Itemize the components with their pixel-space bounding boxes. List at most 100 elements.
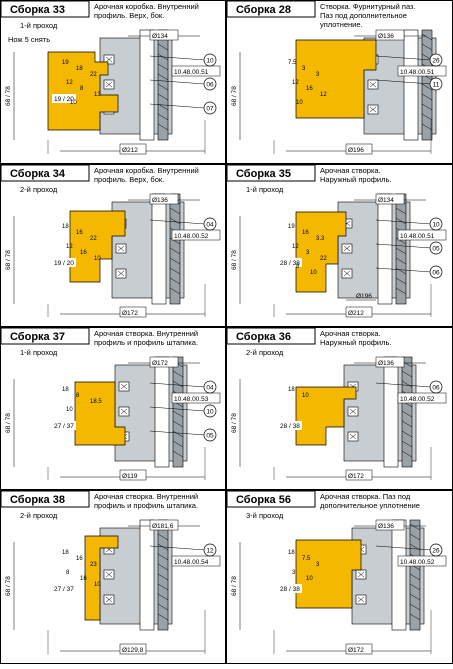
- top-diameter: Ø172: [152, 360, 168, 367]
- dim-label: 8: [296, 264, 300, 270]
- code-box: [397, 229, 447, 241]
- pass-label: 1-й проход: [20, 21, 58, 30]
- dim-label: 18: [62, 550, 69, 556]
- dim-label: 10: [296, 100, 303, 106]
- top-diameter: Ø136: [378, 523, 394, 530]
- callout-circle: [429, 217, 443, 231]
- panel-description: Арочная створка.: [320, 329, 381, 338]
- code-box: [171, 555, 221, 567]
- dim-label-total: 68 / 78: [5, 250, 12, 270]
- dim-label: 22: [320, 256, 327, 262]
- hatch: [401, 410, 413, 418]
- hatch: [172, 440, 184, 448]
- callout-leader: [149, 545, 206, 551]
- dim-bg: [52, 94, 76, 103]
- bottom-dia-box: [345, 469, 373, 481]
- panel-description: профиль. Верх, бок.: [94, 11, 164, 20]
- panel-title: Сборка 35: [236, 168, 291, 180]
- part-code: 10.48.00.54: [174, 559, 209, 566]
- dim-label-total: 68 / 78: [5, 86, 12, 106]
- cutter-assembly: [351, 519, 425, 631]
- knife-mark: [105, 56, 113, 63]
- hatch: [401, 450, 413, 458]
- dim-label: 3.3: [316, 236, 325, 242]
- callout-leader: [149, 103, 206, 109]
- hatch: [421, 83, 433, 91]
- dim-label-total: 68 / 78: [231, 250, 238, 270]
- dim-label: 16: [306, 86, 313, 92]
- bottom-dia-box: [119, 143, 147, 155]
- dim-label: 16: [80, 250, 87, 256]
- callout-number: 12: [206, 548, 214, 555]
- callout-leader: [375, 382, 432, 388]
- code-box: [397, 392, 447, 404]
- dim-label: 19: [62, 60, 69, 66]
- dim-label-total: 68 / 78: [231, 86, 238, 106]
- panel-description: Наружный профиль.: [320, 338, 391, 347]
- dim-bg: [52, 421, 76, 430]
- dim-label: 16: [80, 576, 87, 582]
- knife-mark: [343, 245, 351, 252]
- dim-bg: [52, 584, 76, 593]
- dim-label: 10: [66, 407, 73, 413]
- callout-leader: [149, 219, 206, 225]
- knife-mark: [120, 408, 128, 415]
- panel-description: Арочная створка. Паз под: [320, 492, 411, 501]
- knife-mark: [357, 596, 365, 603]
- bottom-dia-box: [119, 469, 147, 481]
- bottom-diameter: Ø119: [122, 473, 138, 480]
- hatch: [409, 583, 421, 591]
- hatch: [401, 370, 413, 378]
- callout-number: 26: [432, 548, 440, 555]
- pass-label: 3-й проход: [246, 511, 284, 520]
- callout-number: 05: [432, 246, 440, 253]
- hatch: [157, 123, 169, 131]
- hatch: [169, 237, 181, 245]
- top-dia-box: [149, 29, 179, 41]
- dim-label: 8: [80, 86, 84, 92]
- spindle-collar: [139, 29, 155, 141]
- top-dia-box: [375, 519, 405, 531]
- dim-label-width: 28 / 38: [280, 260, 300, 267]
- dim-label: 10: [310, 270, 317, 276]
- part-code: 10.48.00.52: [400, 559, 435, 566]
- code-box: [171, 65, 221, 77]
- dim-label: 3: [306, 250, 310, 256]
- dim-label: 8: [76, 393, 80, 399]
- part-code: 10.48.00.51: [400, 69, 435, 76]
- hatch: [157, 83, 169, 91]
- wood-profile: [47, 51, 119, 131]
- hatch: [409, 573, 421, 581]
- title-box: [0, 490, 90, 508]
- hatch: [172, 410, 184, 418]
- callout-number: 11: [433, 82, 440, 89]
- hatch: [172, 450, 184, 458]
- hatch: [157, 613, 169, 621]
- knife-mark: [343, 270, 351, 277]
- bottom-dia-box: [119, 306, 147, 318]
- dim-label: 18: [76, 66, 83, 72]
- spindle-collar: [383, 356, 399, 468]
- spindle-collar: [403, 29, 419, 141]
- part-code: 10.48.00.53: [174, 396, 209, 403]
- part-code: 10.48.00.52: [400, 396, 435, 403]
- hatch: [172, 430, 184, 438]
- panel-title: Сборка 34: [10, 168, 66, 180]
- callout-circle: [203, 543, 217, 557]
- callout-leader: [149, 430, 206, 436]
- title-box: [226, 490, 316, 508]
- hatch: [401, 440, 413, 448]
- callout-leader: [375, 545, 432, 551]
- mid-diameter: Ø196: [356, 293, 372, 300]
- dim-label: 19: [288, 224, 295, 230]
- panel-description: Створка. Фурнитурный паз.: [320, 2, 416, 11]
- dim-label: 3: [302, 66, 306, 72]
- dim-label: 18: [288, 550, 295, 556]
- callout-number: 06: [206, 82, 214, 89]
- panel-description: Арочная коробка. Внутренний: [94, 2, 199, 11]
- hatch: [395, 287, 407, 295]
- spindle-collar: [377, 193, 393, 305]
- panel-description: Наружный профиль.: [320, 175, 391, 184]
